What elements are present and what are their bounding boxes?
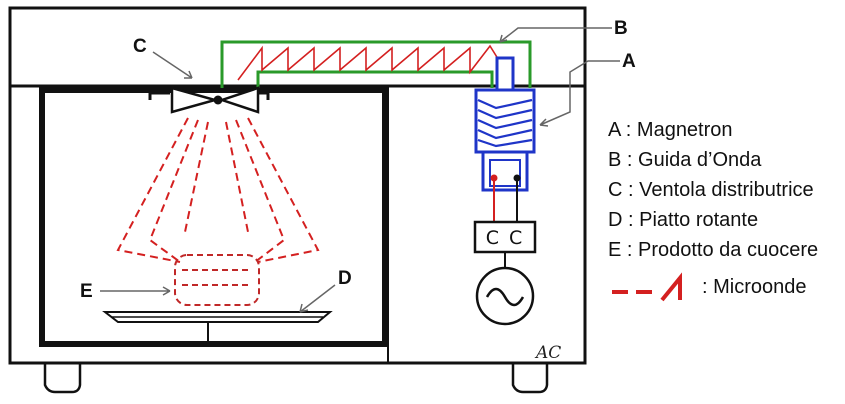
arrow-d	[299, 284, 336, 313]
label-c: C	[133, 36, 147, 57]
label-e: E	[80, 281, 93, 302]
legend-item-d: D : Piatto rotante	[608, 209, 758, 231]
cooking-cavity	[39, 87, 388, 347]
magnetron	[474, 56, 536, 192]
distributor-fan	[148, 86, 270, 114]
arrow-b	[499, 27, 612, 43]
author-signature: AC	[534, 343, 561, 363]
legend-item-c: C : Ventola distributrice	[608, 179, 814, 201]
turntable	[102, 311, 333, 344]
oven-cabinet	[8, 6, 587, 365]
legend-item-b: B : Guida d’Onda	[608, 149, 762, 171]
label-a: A	[622, 51, 636, 72]
arrow-a	[539, 60, 620, 127]
power-unit: C C	[473, 220, 537, 254]
power-wiring	[490, 174, 521, 268]
microwave-legend-symbol	[612, 272, 682, 302]
microwave-legend-text: : Microonde	[702, 276, 807, 298]
arrow-c	[152, 51, 193, 79]
waveguide-microwaves	[237, 44, 501, 81]
legend-item-a: A : Magnetron	[608, 119, 733, 141]
label-d: D	[338, 268, 352, 289]
microwave-beams	[116, 117, 320, 263]
label-b: B	[614, 18, 628, 39]
waveguide	[220, 40, 532, 88]
legend: A : Magnetron B : Guida d’Onda C : Vento…	[608, 119, 818, 302]
food-product	[174, 254, 260, 306]
arrow-e	[100, 286, 171, 296]
ac-source	[475, 266, 535, 326]
foot-left	[43, 363, 82, 394]
legend-item-e: E : Prodotto da cuocere	[608, 239, 818, 261]
foot-right	[511, 363, 549, 394]
power-unit-label: C C	[486, 227, 525, 249]
